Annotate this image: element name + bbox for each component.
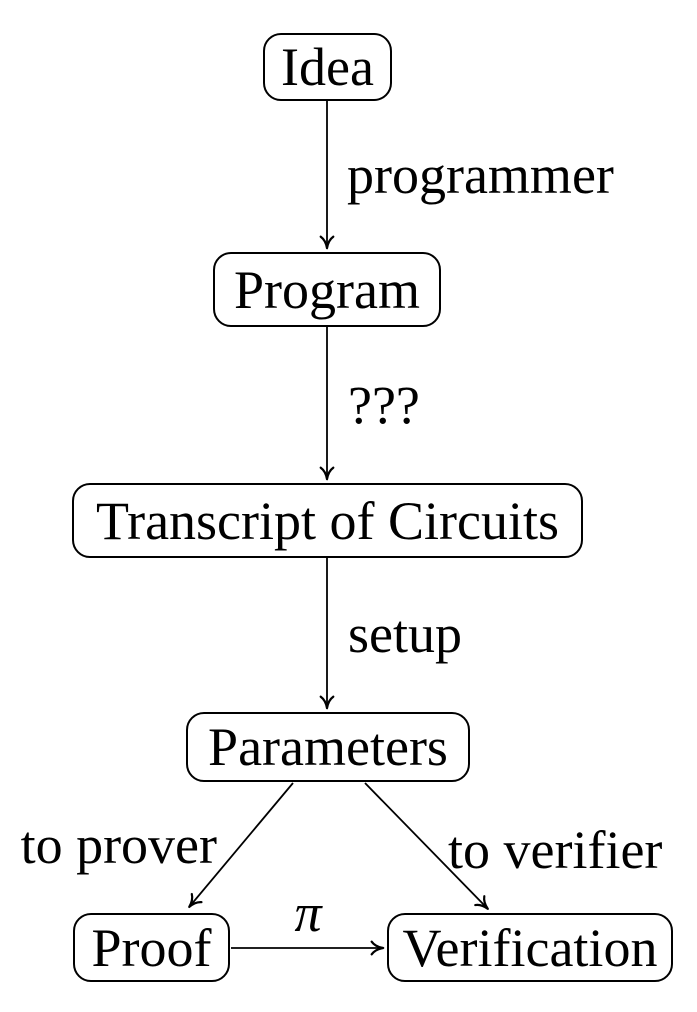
node-transcript-of-circuits: Transcript of Circuits: [72, 483, 583, 558]
node-program-label: Program: [234, 259, 420, 320]
node-verification-label: Verification: [402, 917, 658, 978]
edge-label-to-prover: to prover: [20, 815, 217, 875]
node-idea-label: Idea: [281, 37, 374, 97]
edge-label-to-verifier: to verifier: [448, 820, 663, 880]
node-verification: Verification: [387, 913, 673, 982]
arrow-parameters-to-verification: [364, 782, 489, 910]
edge-label-unknown-step: ???: [348, 375, 420, 435]
node-parameters-label: Parameters: [208, 717, 448, 777]
edge-label-programmer: programmer: [347, 145, 614, 205]
node-program: Program: [213, 252, 441, 327]
edge-label-pi: π: [294, 883, 322, 943]
node-parameters: Parameters: [186, 712, 470, 782]
node-proof-label: Proof: [91, 917, 212, 978]
arrow-parameters-to-proof: [188, 782, 294, 909]
node-transcript-of-circuits-label: Transcript of Circuits: [96, 490, 559, 551]
node-idea: Idea: [263, 33, 392, 101]
edge-label-setup: setup: [348, 604, 462, 664]
node-proof: Proof: [73, 913, 230, 982]
